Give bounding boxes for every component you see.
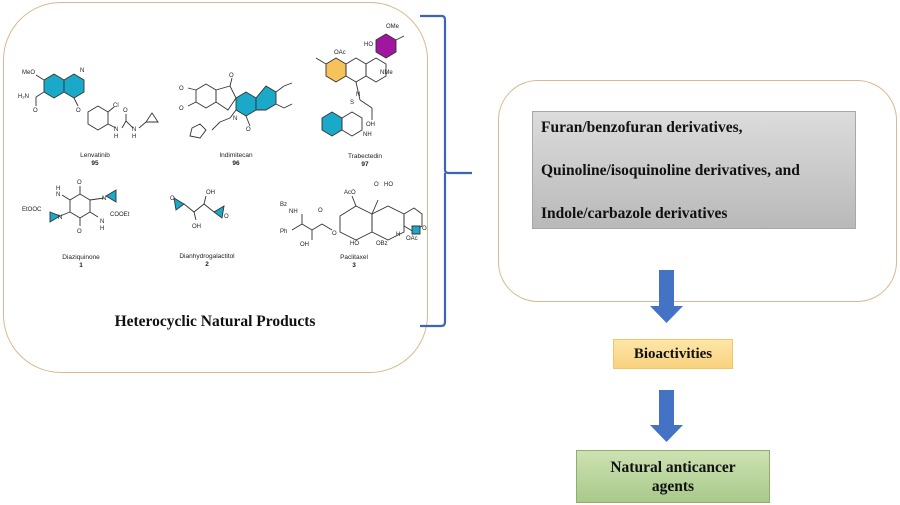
svg-text:O: O xyxy=(123,108,128,114)
trabectedin-structure xyxy=(315,33,405,137)
outcome-line-2: agents xyxy=(651,477,695,495)
compound-label-dianhydrogalactitol: Dianhydrogalactitol 2 xyxy=(162,253,252,269)
svg-text:OH: OH xyxy=(192,224,201,230)
svg-text:O: O xyxy=(77,229,82,235)
svg-text:O: O xyxy=(332,231,337,237)
svg-text:O: O xyxy=(179,86,184,92)
compound-name: Diaziquinone xyxy=(62,254,100,261)
compound-number: 2 xyxy=(205,261,209,268)
svg-text:Cl: Cl xyxy=(113,103,119,109)
dianhydrogalactitol-structure xyxy=(173,195,225,221)
panel-caption: Heterocyclic Natural Products xyxy=(114,313,316,330)
curly-brace-icon xyxy=(420,14,472,328)
bioactivities-box: Bioactivities xyxy=(613,339,733,369)
compound-label-trabectedin: Trabectedin 97 xyxy=(320,153,410,169)
compound-label-diaziquinone: Diaziquinone 1 xyxy=(36,254,126,270)
svg-text:OAc: OAc xyxy=(334,50,346,56)
svg-text:O: O xyxy=(179,106,184,112)
svg-text:H: H xyxy=(56,186,60,192)
indimitecan-structure xyxy=(187,77,293,139)
compound-name: Indimitecan xyxy=(219,152,253,159)
diaziquinone-structure xyxy=(49,186,117,226)
svg-text:OBz: OBz xyxy=(376,241,388,247)
compound-name: Dianhydrogalactitol xyxy=(179,253,235,260)
svg-text:O: O xyxy=(422,226,427,232)
derivatives-box: Furan/benzofuran derivatives, Quinoline/… xyxy=(532,111,856,229)
svg-text:MeO: MeO xyxy=(22,70,35,76)
svg-text:NH: NH xyxy=(363,132,372,138)
svg-text:N: N xyxy=(114,127,118,133)
svg-text:O: O xyxy=(246,127,251,133)
compound-number: 95 xyxy=(91,160,99,167)
svg-text:N: N xyxy=(102,196,106,202)
compound-label-indimitecan: Indimitecan 96 xyxy=(191,152,281,168)
bioactivities-label: Bioactivities xyxy=(633,345,713,362)
compound-number: 1 xyxy=(79,262,83,269)
svg-text:O: O xyxy=(76,108,81,114)
heterocyclic-products-panel xyxy=(3,2,428,373)
lenvatinib-structure xyxy=(35,73,159,131)
svg-text:OH: OH xyxy=(366,122,375,128)
svg-text:OAc: OAc xyxy=(406,236,418,242)
derivative-line-indole: Indole/carbazole derivatives xyxy=(541,205,728,222)
compound-label-paclitaxel: Paclitaxel 3 xyxy=(309,254,399,270)
outcome-line-1: Natural anticancer xyxy=(610,458,736,476)
svg-text:OMe: OMe xyxy=(386,24,400,30)
svg-text:O: O xyxy=(229,73,234,79)
svg-text:H₂N: H₂N xyxy=(18,94,29,100)
svg-text:NMe: NMe xyxy=(380,70,393,76)
svg-text:H: H xyxy=(396,232,400,238)
svg-text:Ph: Ph xyxy=(280,229,287,235)
svg-text:H: H xyxy=(132,134,136,140)
anticancer-agents-box: Natural anticancer agents xyxy=(576,450,770,503)
svg-text:O: O xyxy=(374,182,379,188)
svg-text:AcO: AcO xyxy=(344,190,356,196)
svg-text:H: H xyxy=(114,134,118,140)
svg-text:N: N xyxy=(58,215,62,221)
svg-text:N: N xyxy=(356,92,360,98)
compound-name: Trabectedin xyxy=(347,153,383,160)
compound-number: 96 xyxy=(232,160,240,167)
svg-text:N: N xyxy=(100,219,104,225)
compound-name: Paclitaxel xyxy=(340,254,368,261)
svg-text:O: O xyxy=(170,196,175,202)
svg-text:N: N xyxy=(132,127,136,133)
svg-text:OH: OH xyxy=(300,242,309,248)
svg-text:S: S xyxy=(350,100,354,106)
svg-text:EtOOC: EtOOC xyxy=(22,207,42,213)
svg-text:HO: HO xyxy=(364,42,373,48)
svg-text:NH: NH xyxy=(289,209,298,215)
svg-text:HO: HO xyxy=(350,241,359,247)
svg-text:N: N xyxy=(56,192,60,198)
compound-number: 3 xyxy=(352,262,356,269)
arrow-down-icon xyxy=(650,270,683,323)
compound-name: Lenvatinib xyxy=(80,152,110,159)
derivative-line-quinoline: Quinoline/isoquinoline derivatives, and xyxy=(541,162,800,179)
svg-text:O: O xyxy=(33,108,38,114)
derivative-line-furan: Furan/benzofuran derivatives, xyxy=(541,119,743,136)
svg-text:COOEt: COOEt xyxy=(110,212,130,218)
svg-text:H: H xyxy=(100,226,104,232)
svg-text:N: N xyxy=(80,68,84,74)
svg-text:O: O xyxy=(318,208,323,214)
svg-text:N: N xyxy=(233,116,237,122)
svg-text:HO: HO xyxy=(384,182,393,188)
svg-text:O: O xyxy=(77,180,82,186)
paclitaxel-structure xyxy=(291,195,423,241)
svg-text:O: O xyxy=(224,214,229,220)
compound-number: 97 xyxy=(361,161,369,168)
svg-text:Bz: Bz xyxy=(280,202,287,208)
arrow-down-icon xyxy=(650,390,683,442)
svg-text:OH: OH xyxy=(206,190,215,196)
compound-label-lenvatinib: Lenvatinib 95 xyxy=(50,152,140,168)
